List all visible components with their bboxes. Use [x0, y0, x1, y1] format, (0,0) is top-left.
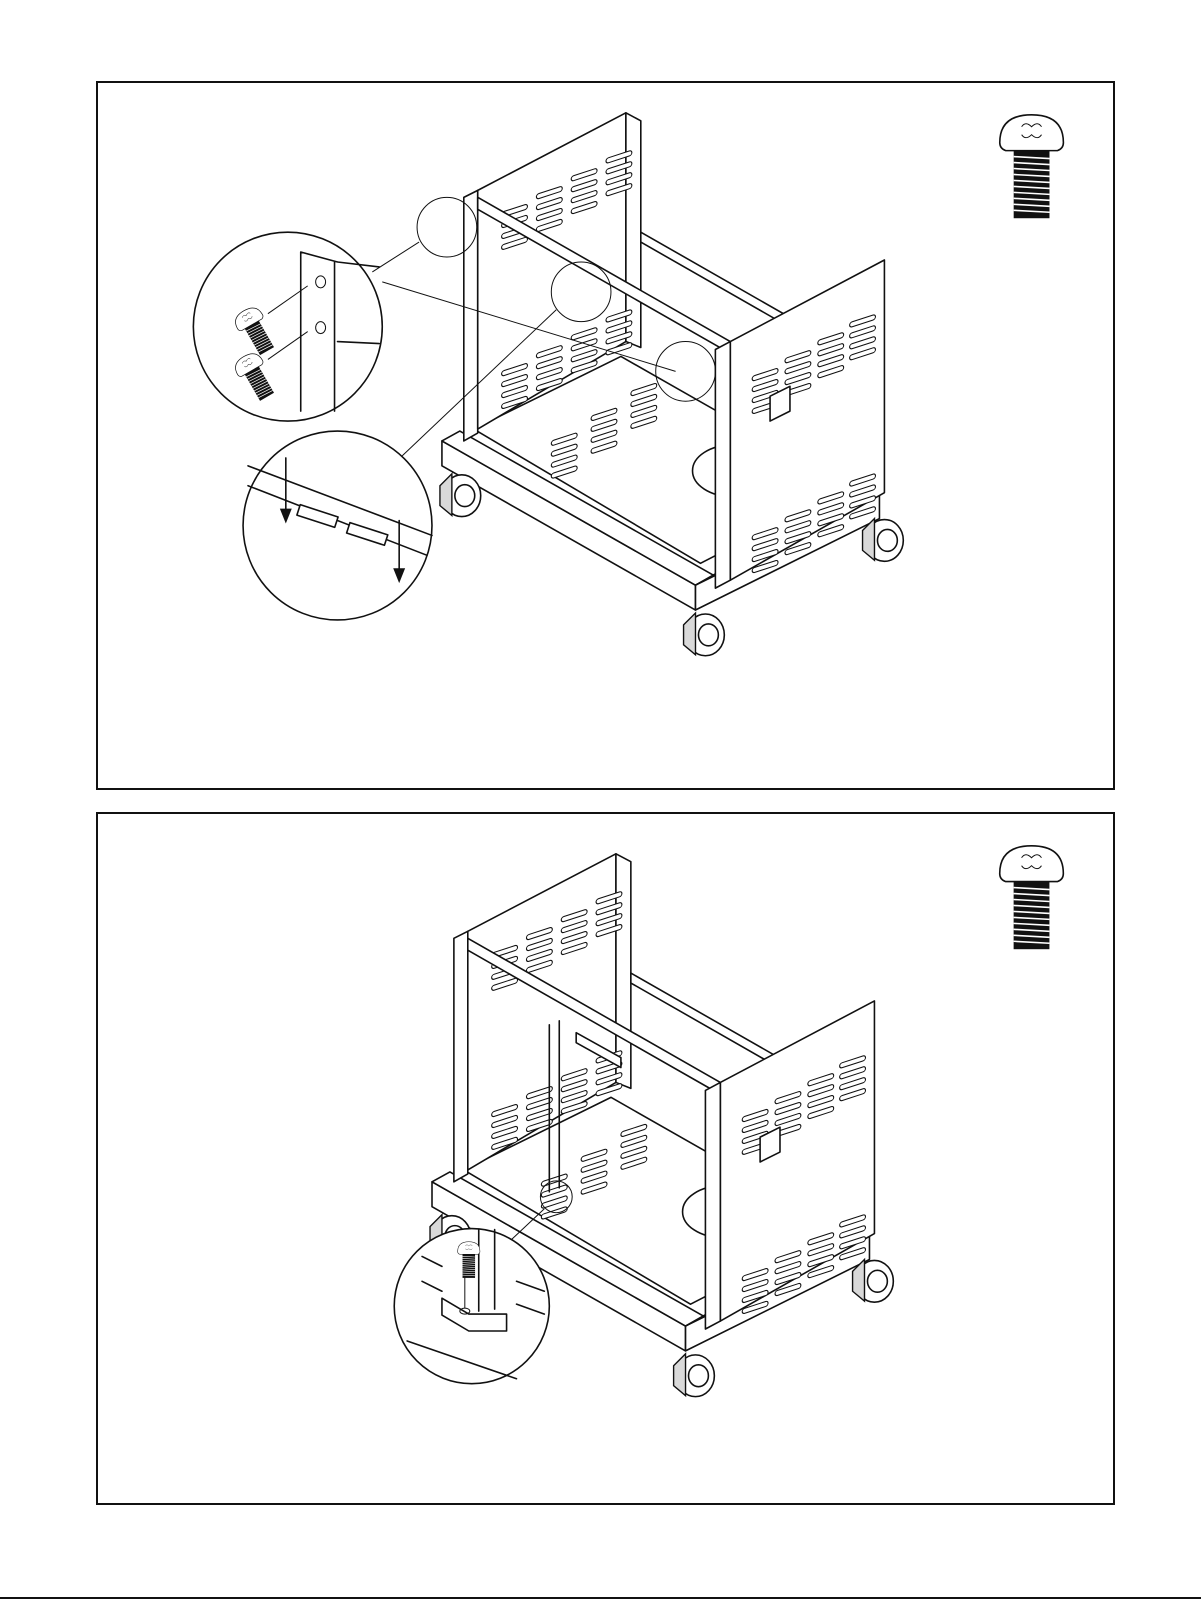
detail-view-base-bolt	[394, 1229, 549, 1384]
cart-frame-step-1	[440, 113, 903, 656]
callout-marker-right	[656, 342, 716, 402]
assembly-step-panel-1	[96, 81, 1115, 790]
bolt-icon	[1000, 115, 1064, 218]
detail-view-bolts	[193, 232, 382, 421]
page-bottom-rule	[0, 1597, 1201, 1599]
assembly-step-panel-2	[96, 812, 1115, 1505]
step-1-illustration	[98, 83, 1113, 788]
detail-view-slots	[243, 431, 432, 620]
bolt-icon	[1000, 846, 1064, 949]
step-2-illustration	[98, 814, 1113, 1503]
